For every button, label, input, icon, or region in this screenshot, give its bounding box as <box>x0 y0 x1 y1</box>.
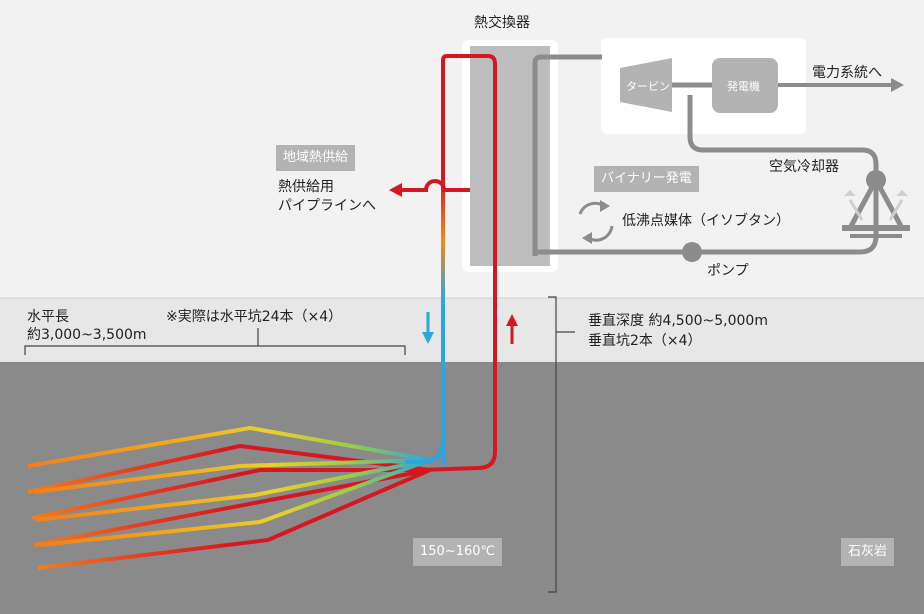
heat-exchanger-body <box>470 46 550 266</box>
low-boiling-medium-label: 低沸点媒体（イソブタン） <box>622 213 790 229</box>
pump-icon <box>682 242 702 262</box>
temperature-badge: 150~160℃ <box>413 538 503 566</box>
turbine-shape <box>620 58 672 112</box>
horizontal-length-label-line2: 約3,000~3,500m <box>27 327 147 343</box>
vertical-depth-label-line2: 垂直坑2本（×4） <box>588 333 702 349</box>
generator-label: 発電機 <box>727 80 760 93</box>
horizontal-length-label-line1: 水平長 <box>27 309 69 325</box>
pump-label: ポンプ <box>707 263 749 279</box>
vertical-depth-bracket <box>548 296 557 593</box>
heat-supply-arrowhead <box>389 183 402 197</box>
horizontal-length-bracket <box>24 345 406 355</box>
air-cooler-icon <box>842 170 910 238</box>
injection-well <box>441 54 466 465</box>
heat-exchanger-label: 熱交換器 <box>474 15 530 31</box>
district-heating-badge: 地域熱供給 <box>276 145 356 171</box>
binary-generation-badge: バイナリー発電 <box>594 166 699 192</box>
to-grid-arrowhead <box>891 78 904 92</box>
up-flow-arrow <box>506 314 518 344</box>
horizontal-wells-cold <box>27 426 431 547</box>
vertical-depth-label-line1: 垂直深度 約4,500~5,000m <box>588 313 768 329</box>
surface-band <box>0 298 924 362</box>
cycle-icon <box>578 200 614 244</box>
ground-layer <box>0 362 924 614</box>
air-cooler-label: 空気冷却器 <box>769 159 839 175</box>
pipeline-label-line1: 熱供給用 <box>278 179 334 195</box>
generator-shape <box>712 58 778 113</box>
binary-loop <box>532 54 879 256</box>
down-flow-arrow <box>422 312 434 344</box>
pipeline-label-line2: パイプラインへ <box>278 198 376 214</box>
turbine-label: タービン <box>626 80 670 93</box>
heat-supply-branch <box>400 179 462 192</box>
to-grid-label: 電力系統へ <box>812 65 882 81</box>
production-well <box>419 54 497 472</box>
limestone-badge: 石灰岩 <box>841 538 895 566</box>
actual-wells-note: ※実際は水平坑24本（×4） <box>166 309 343 325</box>
